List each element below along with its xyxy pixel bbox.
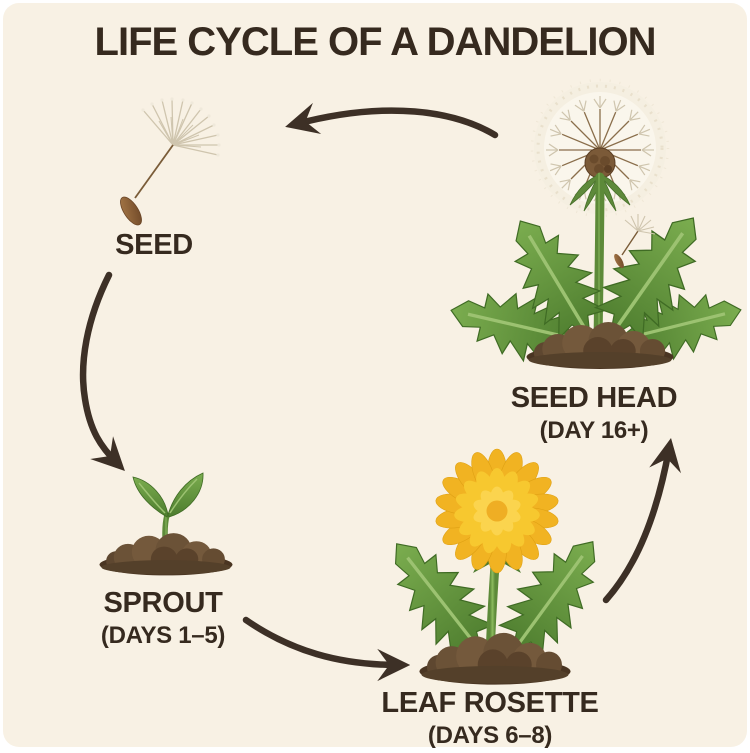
sprout-leaves	[133, 473, 203, 517]
diagram-canvas: LIFE CYCLE OF A DANDELION	[3, 3, 747, 747]
rosette-label-group: LEAF ROSETTE (DAYS 6–8)	[370, 687, 610, 750]
seed-head-illustration	[448, 75, 748, 375]
seed-label-group: SEED	[54, 229, 254, 262]
arrow-seed-to-sprout	[83, 275, 117, 463]
seedhead-stem	[598, 177, 600, 341]
soil-mound	[100, 533, 233, 575]
rosette-sublabel: (DAYS 6–8)	[370, 722, 610, 750]
flower-head-icon	[434, 449, 559, 573]
soil-mound	[419, 633, 570, 685]
seedhead-label-group: SEED HEAD (DAY 16+)	[474, 382, 714, 445]
sprout-label-group: SPROUT (DAYS 1–5)	[63, 587, 263, 650]
sprout-illustration	[91, 455, 241, 585]
seedhead-label: SEED HEAD	[474, 382, 714, 415]
seed-illustration	[98, 88, 258, 248]
page-title: LIFE CYCLE OF A DANDELION	[3, 20, 747, 65]
rosette-label: LEAF ROSETTE	[370, 687, 610, 720]
seedhead-sublabel: (DAY 16+)	[474, 417, 714, 445]
arrow-sprout-to-rosette	[246, 620, 399, 665]
pappus-icon	[143, 99, 219, 155]
seed-label: SEED	[54, 229, 254, 262]
sprout-label: SPROUT	[63, 587, 263, 620]
sprout-sublabel: (DAYS 1–5)	[63, 622, 263, 650]
leaf-rosette-illustration	[379, 445, 619, 697]
achene-icon	[116, 194, 145, 228]
seed-beak	[135, 145, 173, 198]
